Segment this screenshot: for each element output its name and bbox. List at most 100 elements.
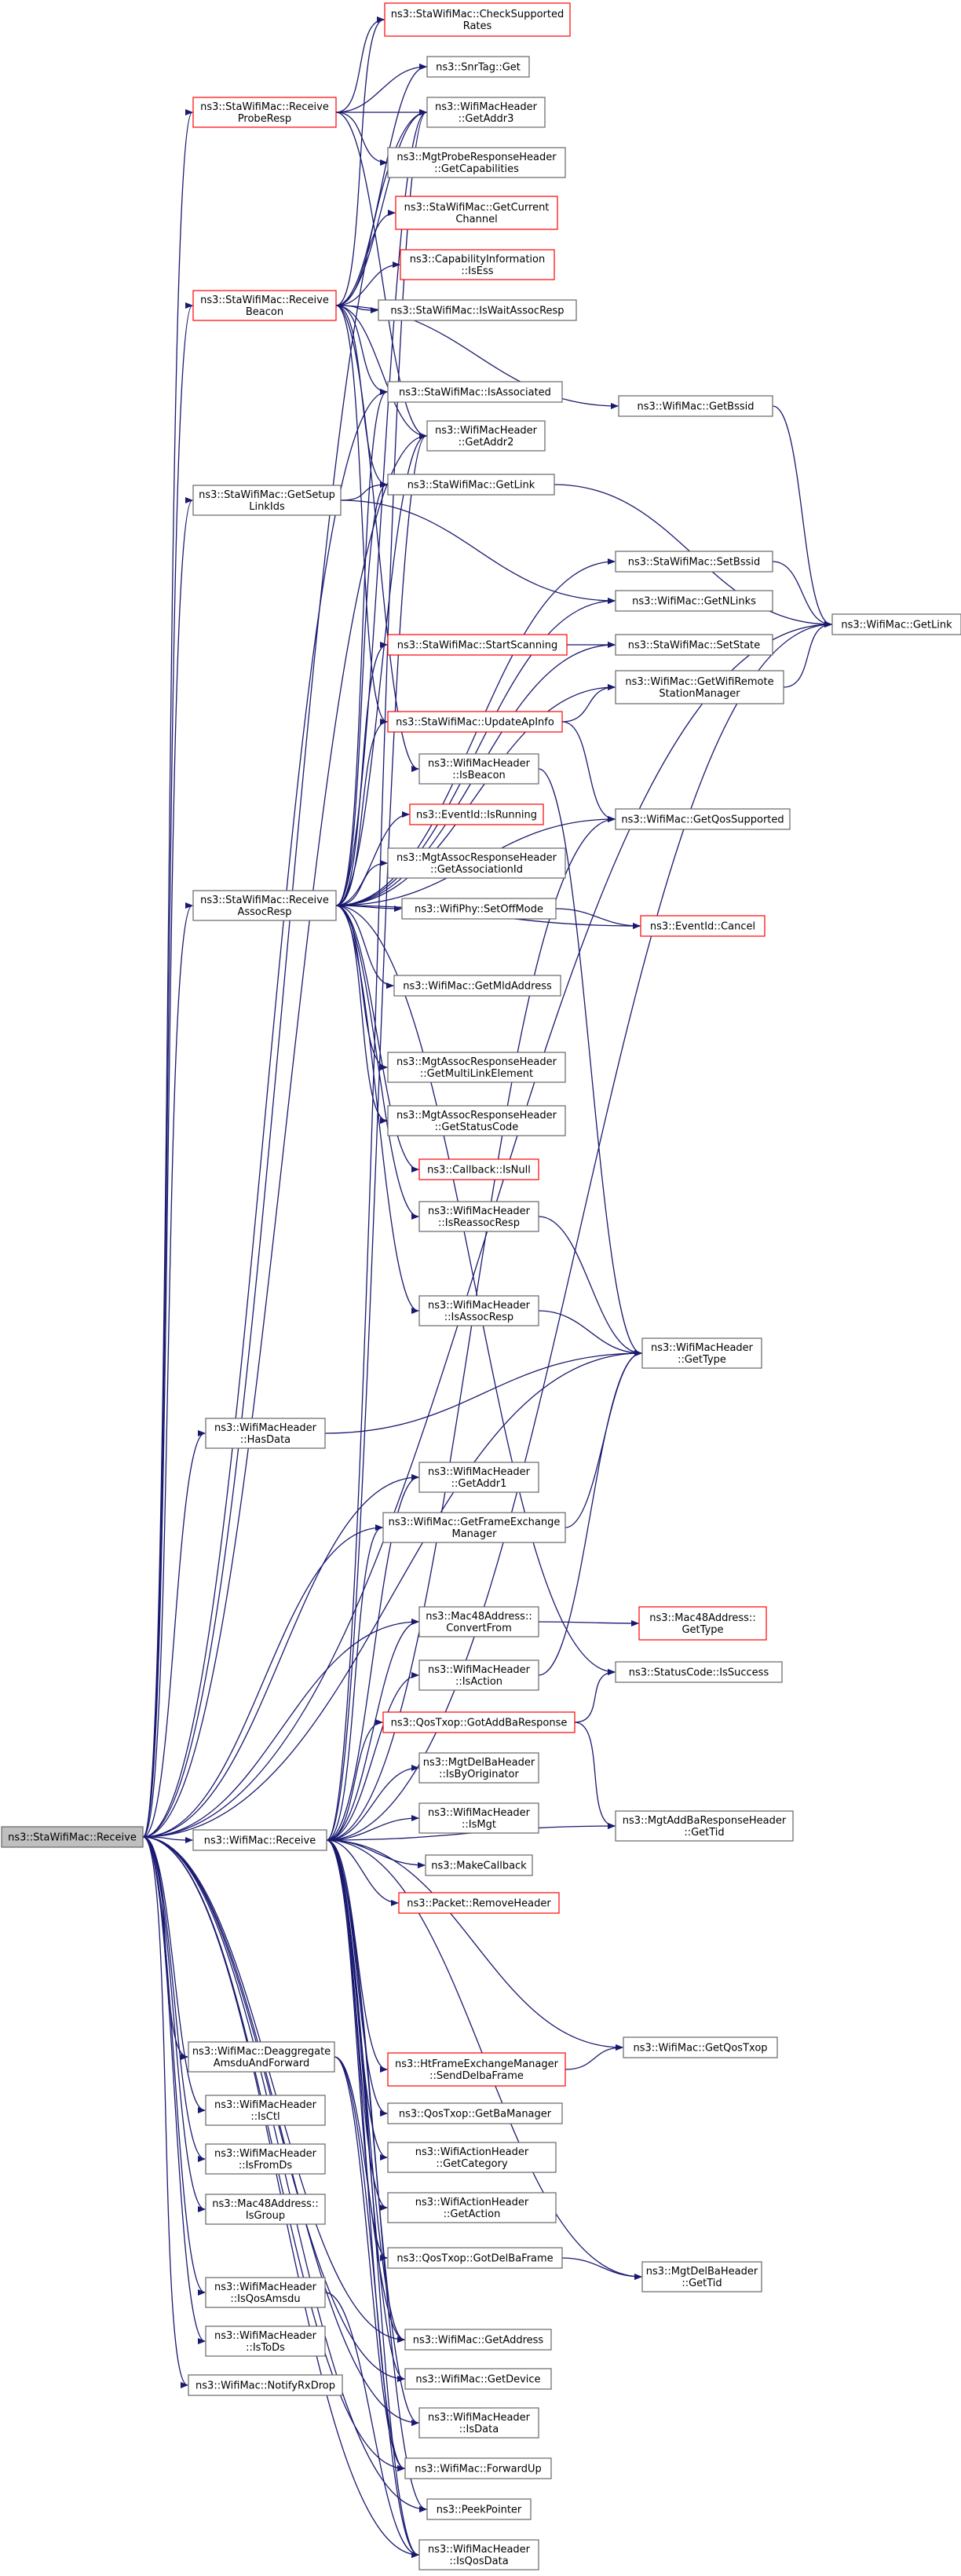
node-box-getCurrentChannel[interactable] xyxy=(395,196,558,230)
node-getMultiLinkElement[interactable]: ns3::MgtAssocResponseHeader::GetMultiLin… xyxy=(387,1052,566,1083)
node-box-isReassocResp[interactable] xyxy=(418,1201,539,1232)
node-box-mac48GetType[interactable] xyxy=(638,1606,767,1641)
node-isToDs[interactable]: ns3::WifiMacHeader::IsToDs xyxy=(205,2325,326,2357)
node-isGroup[interactable]: ns3::Mac48Address::IsGroup xyxy=(205,2194,326,2225)
node-box-eventCancel[interactable] xyxy=(640,915,766,937)
node-box-getAssociationId[interactable] xyxy=(387,847,566,879)
node-gotAddBaResponse[interactable]: ns3::QosTxop::GotAddBaResponse xyxy=(382,1711,576,1733)
node-box-getAddress[interactable] xyxy=(404,2329,552,2351)
node-box-recvProbeResp[interactable] xyxy=(192,97,337,128)
node-box-isEss[interactable] xyxy=(400,249,555,280)
node-gotDelBaFrame[interactable]: ns3::QosTxop::GotDelBaFrame xyxy=(387,2247,563,2269)
node-updateApInfo[interactable]: ns3::StaWifiMac::UpdateApInfo xyxy=(387,711,563,733)
node-box-setBssid[interactable] xyxy=(615,551,773,573)
node-box-getStatusCode[interactable] xyxy=(387,1105,566,1136)
node-box-sendDelbaFrame[interactable] xyxy=(387,2052,566,2087)
node-box-hasData[interactable] xyxy=(205,1418,326,1449)
node-box-callbackIsNull[interactable] xyxy=(418,1158,539,1180)
node-mac48GetType[interactable]: ns3::Mac48Address::GetType xyxy=(638,1606,767,1641)
node-getAddr2[interactable]: ns3::WifiMacHeader::GetAddr2 xyxy=(426,420,546,452)
node-box-forwardUp[interactable] xyxy=(404,2457,552,2479)
node-getStatusCode[interactable]: ns3::MgtAssocResponseHeader::GetStatusCo… xyxy=(387,1105,566,1136)
node-box-getType[interactable] xyxy=(641,1337,762,1369)
node-getAction[interactable]: ns3::WifiActionHeader::GetAction xyxy=(387,2192,557,2223)
node-box-isFromDs[interactable] xyxy=(205,2143,326,2175)
node-isEss[interactable]: ns3::CapabilityInformation::IsEss xyxy=(400,249,555,280)
node-box-isAction[interactable] xyxy=(418,1659,539,1691)
node-isReassocResp[interactable]: ns3::WifiMacHeader::IsReassocResp xyxy=(418,1201,539,1232)
node-box-getWifiRemoteStationManager[interactable] xyxy=(615,670,784,704)
node-box-isMgt[interactable] xyxy=(418,1802,539,1834)
node-box-isSuccess[interactable] xyxy=(615,1661,783,1683)
node-getAddr3[interactable]: ns3::WifiMacHeader::GetAddr3 xyxy=(426,97,546,128)
node-setOffMode[interactable]: ns3::WifiPhy::SetOffMode xyxy=(401,898,557,920)
node-box-removeHeader[interactable] xyxy=(398,1892,560,1914)
node-box-isAssociated[interactable] xyxy=(387,381,563,403)
node-root[interactable]: ns3::StaWifiMac::Receive xyxy=(1,1826,144,1848)
node-box-addBaGetTid[interactable] xyxy=(615,1810,794,1842)
node-isAssocResp[interactable]: ns3::WifiMacHeader::IsAssocResp xyxy=(418,1295,539,1326)
node-isFromDs[interactable]: ns3::WifiMacHeader::IsFromDs xyxy=(205,2143,326,2175)
node-box-isQosData[interactable] xyxy=(418,2539,539,2571)
node-box-getCapabilities[interactable] xyxy=(387,147,566,178)
node-box-getAddr3[interactable] xyxy=(426,97,546,128)
node-box-deaggregate[interactable] xyxy=(188,2041,335,2073)
node-isQosData[interactable]: ns3::WifiMacHeader::IsQosData xyxy=(418,2539,539,2571)
node-isSuccess[interactable]: ns3::StatusCode::IsSuccess xyxy=(615,1661,783,1683)
node-box-updateApInfo[interactable] xyxy=(387,711,563,733)
node-wifiMacReceive[interactable]: ns3::WifiMac::Receive xyxy=(192,1829,327,1851)
node-box-staGetLink[interactable] xyxy=(387,474,555,496)
node-isAssociated[interactable]: ns3::StaWifiMac::IsAssociated xyxy=(387,381,563,403)
node-getMldAddress[interactable]: ns3::WifiMac::GetMldAddress xyxy=(393,975,561,997)
node-box-isByOriginator[interactable] xyxy=(418,1752,539,1784)
node-box-getSetupLinkIds[interactable] xyxy=(192,485,342,516)
node-box-getMldAddress[interactable] xyxy=(393,975,561,997)
node-getQosSupported[interactable]: ns3::WifiMac::GetQosSupported xyxy=(615,808,791,830)
node-box-root[interactable] xyxy=(1,1826,144,1848)
node-box-eventIsRunning[interactable] xyxy=(409,803,544,825)
node-box-wifiMacGetLink[interactable] xyxy=(831,613,961,635)
node-box-gotDelBaFrame[interactable] xyxy=(387,2247,563,2269)
node-box-getAddr1[interactable] xyxy=(418,1462,539,1493)
node-getAddress[interactable]: ns3::WifiMac::GetAddress xyxy=(404,2329,552,2351)
node-box-convertFrom[interactable] xyxy=(418,1606,539,1637)
node-convertFrom[interactable]: ns3::Mac48Address::ConvertFrom xyxy=(418,1606,539,1637)
node-getWifiRemoteStationManager[interactable]: ns3::WifiMac::GetWifiRemoteStationManage… xyxy=(615,670,784,704)
node-box-setState[interactable] xyxy=(615,634,773,656)
node-isData[interactable]: ns3::WifiMacHeader::IsData xyxy=(418,2407,539,2439)
node-box-getCategory[interactable] xyxy=(387,2142,557,2173)
node-box-setOffMode[interactable] xyxy=(401,898,557,920)
node-box-getAddr2[interactable] xyxy=(426,420,546,452)
node-box-recvAssocResp[interactable] xyxy=(192,890,337,921)
node-getBaManager[interactable]: ns3::QosTxop::GetBaManager xyxy=(387,2102,563,2124)
node-box-wifiMacReceive[interactable] xyxy=(192,1829,327,1851)
node-isAction[interactable]: ns3::WifiMacHeader::IsAction xyxy=(418,1659,539,1691)
node-getAssociationId[interactable]: ns3::MgtAssocResponseHeader::GetAssociat… xyxy=(387,847,566,879)
node-box-isGroup[interactable] xyxy=(205,2194,326,2225)
node-box-gotAddBaResponse[interactable] xyxy=(382,1711,576,1733)
node-isWaitAssocResp[interactable]: ns3::StaWifiMac::IsWaitAssocResp xyxy=(378,299,577,321)
node-isQosAmsdu[interactable]: ns3::WifiMacHeader::IsQosAmsdu xyxy=(205,2277,326,2308)
node-getBssid[interactable]: ns3::WifiMac::GetBssid xyxy=(618,395,773,417)
node-box-getAction[interactable] xyxy=(387,2192,557,2223)
node-delBaGetTid[interactable]: ns3::MgtDelBaHeader::GetTid xyxy=(641,2261,762,2292)
node-hasData[interactable]: ns3::WifiMacHeader::HasData xyxy=(205,1418,326,1449)
node-eventCancel[interactable]: ns3::EventId::Cancel xyxy=(640,915,766,937)
node-box-getMultiLinkElement[interactable] xyxy=(387,1052,566,1083)
node-startScanning[interactable]: ns3::StaWifiMac::StartScanning xyxy=(387,634,568,656)
node-staGetLink[interactable]: ns3::StaWifiMac::GetLink xyxy=(387,474,555,496)
node-box-checkSupportedRates[interactable] xyxy=(384,2,571,37)
node-getType[interactable]: ns3::WifiMacHeader::GetType xyxy=(641,1337,762,1369)
node-setState[interactable]: ns3::StaWifiMac::SetState xyxy=(615,634,773,656)
node-forwardUp[interactable]: ns3::WifiMac::ForwardUp xyxy=(404,2457,552,2479)
node-box-peekPointer[interactable] xyxy=(426,2498,532,2520)
node-box-recvBeacon[interactable] xyxy=(192,290,337,321)
node-getCategory[interactable]: ns3::WifiActionHeader::GetCategory xyxy=(387,2142,557,2173)
node-box-startScanning[interactable] xyxy=(387,634,568,656)
